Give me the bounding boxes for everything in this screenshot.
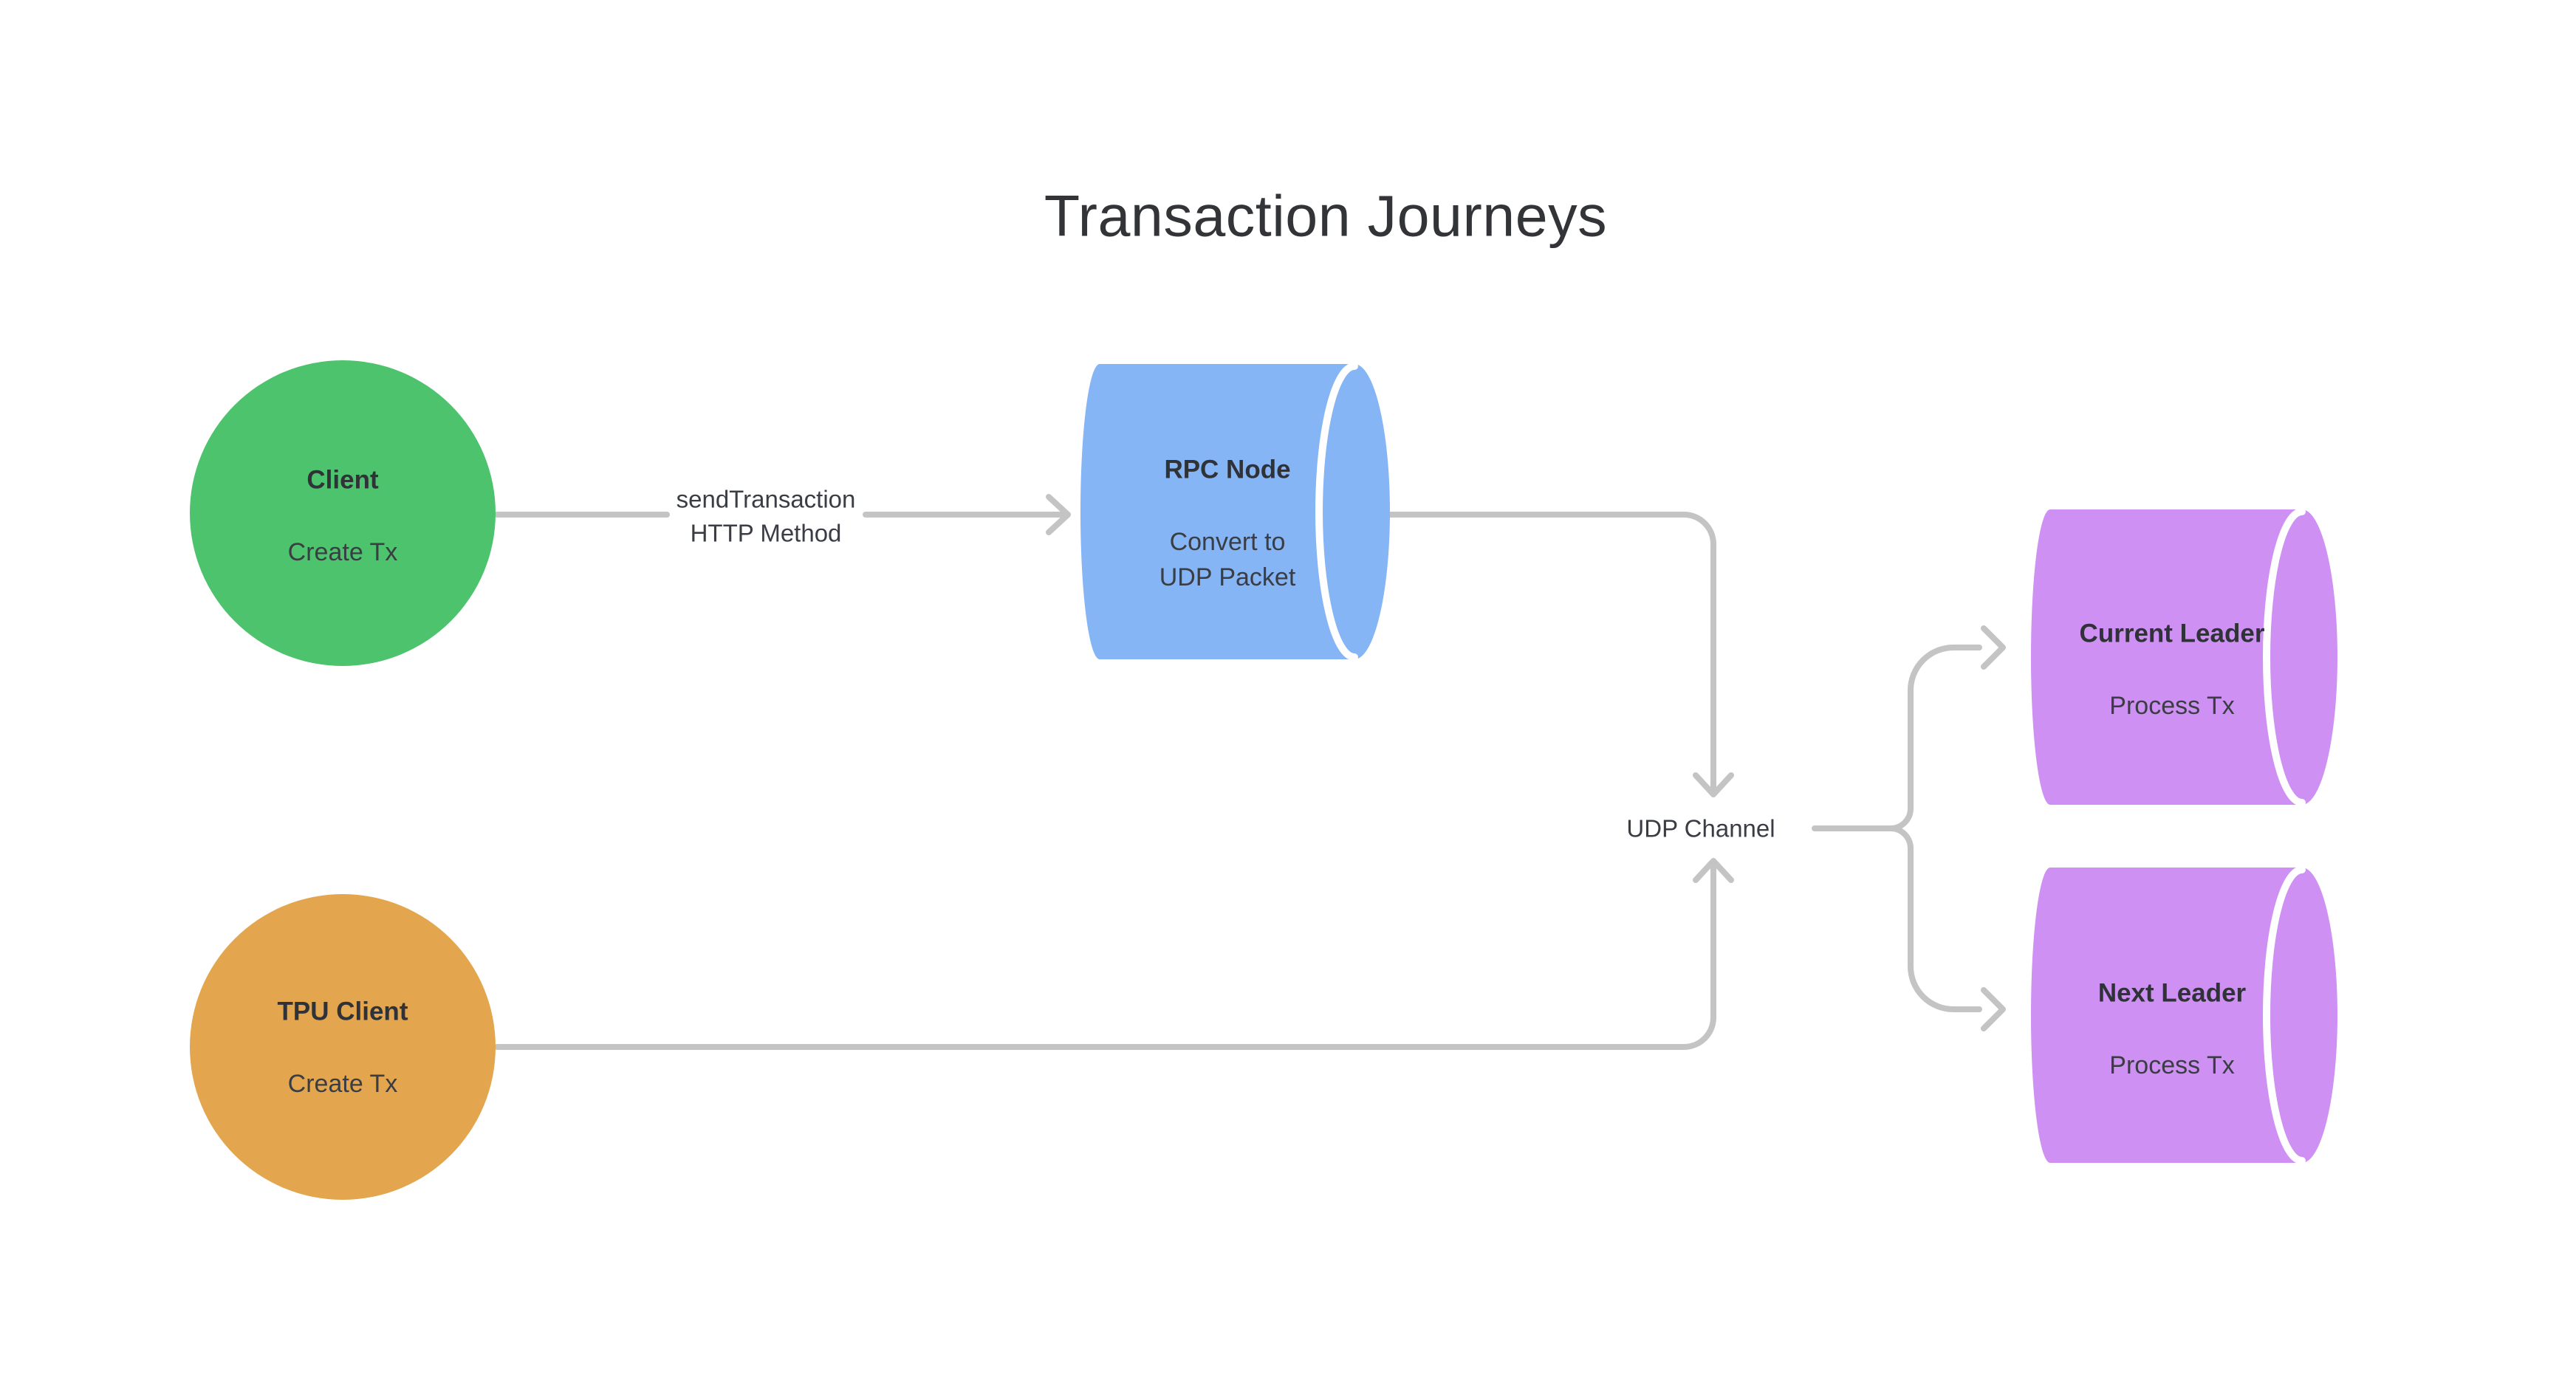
page-title: Transaction Journeys bbox=[1044, 182, 1608, 249]
client-node-title: Client bbox=[306, 465, 379, 495]
next-leader-subtitle: Process Tx bbox=[2109, 1051, 2235, 1079]
send-transaction-label-line2: HTTP Method bbox=[690, 519, 842, 547]
current-leader-subtitle: Process Tx bbox=[2109, 692, 2235, 720]
send-transaction-label-line1: sendTransaction bbox=[676, 485, 856, 513]
next-leader-title: Next Leader bbox=[2097, 978, 2247, 1008]
connectors bbox=[494, 494, 2006, 1050]
current-leader-title: Current Leader bbox=[2079, 619, 2265, 648]
arrowhead-down-udp-channel bbox=[1693, 772, 1734, 797]
client-node-subtitle: Create Tx bbox=[287, 538, 398, 566]
current-leader-cylinder bbox=[2031, 508, 2337, 806]
arrowhead-into-next-leader bbox=[1981, 987, 2006, 1031]
current-leader-cylinder-cap-line bbox=[2263, 508, 2306, 806]
arrowhead-into-current-leader bbox=[1981, 625, 2006, 670]
next-leader-cylinder bbox=[2031, 866, 2337, 1164]
rpc-node-subtitle-line1: Convert to bbox=[1169, 528, 1286, 556]
current-leader-cylinder-body bbox=[2031, 509, 2337, 805]
udp-channel-label: UDP Channel bbox=[1626, 814, 1775, 842]
edge-fork-to-next-leader bbox=[1888, 825, 1982, 1012]
client-circle bbox=[190, 360, 496, 666]
next-leader-cylinder-body bbox=[2031, 868, 2337, 1163]
next-leader-cylinder-cap-line bbox=[2263, 866, 2306, 1164]
rpc-node-cylinder-cap-line bbox=[1315, 363, 1358, 661]
tpu-client-node-subtitle: Create Tx bbox=[287, 1070, 398, 1098]
rpc-node-cylinder bbox=[1080, 363, 1390, 661]
tpu-client-node-title: TPU Client bbox=[277, 997, 408, 1026]
rpc-node-cylinder-body bbox=[1080, 364, 1390, 659]
edge-fork-to-current-leader bbox=[1888, 645, 1982, 831]
tpu-client-circle bbox=[190, 894, 496, 1200]
arrowhead-up-udp-channel bbox=[1693, 858, 1734, 883]
edge-rpc-to-udp-channel bbox=[1387, 512, 1716, 791]
arrowhead-into-rpc-node bbox=[1046, 494, 1071, 535]
edge-tpu-to-udp-channel bbox=[494, 864, 1716, 1050]
rpc-node-title: RPC Node bbox=[1164, 455, 1291, 484]
rpc-node-subtitle-line2: UDP Packet bbox=[1159, 563, 1296, 591]
